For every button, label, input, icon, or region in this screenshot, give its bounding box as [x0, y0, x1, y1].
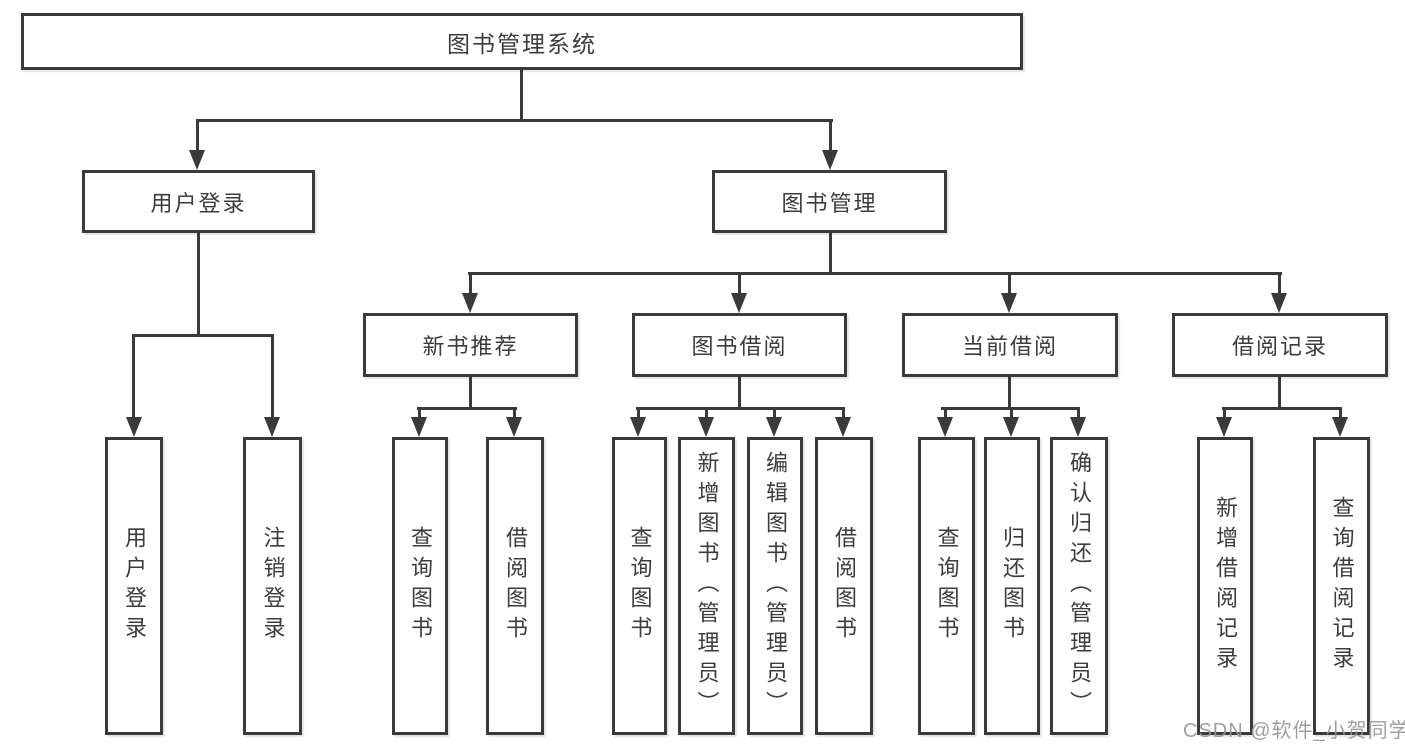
connector-book-mgmt-stub: [829, 119, 832, 153]
leaf-recommend-query-books: 查询图书: [392, 437, 448, 735]
connector-recommend-leaf2-stub: [513, 407, 516, 420]
connector-records-hline: [1222, 407, 1342, 410]
connector-recommend-leaf1-stub: [418, 407, 421, 420]
arrow-down-icon: [1003, 417, 1019, 437]
arrow-down-icon: [189, 150, 205, 170]
connector-current-leaf3-stub: [1077, 407, 1080, 420]
node-new-book-recommend: 新书推荐: [363, 313, 578, 377]
connector-login-trunk: [197, 231, 200, 336]
leaf-current-confirm-return-admin: 确认归还（管理员）: [1050, 437, 1108, 735]
node-current-borrow: 当前借阅: [902, 313, 1118, 377]
connector-current-stub: [1008, 272, 1011, 296]
leaf-logout: 注销登录: [243, 437, 302, 735]
leaf-recommend-borrow-books: 借阅图书: [486, 437, 544, 735]
connector-current-leaf2-stub: [1010, 407, 1013, 420]
arrow-down-icon: [126, 417, 142, 437]
connector-login-hline: [133, 334, 274, 337]
leaf-records-add-record: 新增借阅记录: [1197, 437, 1253, 735]
node-user-login: 用户登录: [82, 170, 315, 233]
connector-recommend-stub: [469, 272, 472, 296]
connector-borrow-leaf2-stub: [705, 407, 708, 420]
leaf-current-return-books: 归还图书: [984, 437, 1040, 735]
leaf-borrow-borrow-books: 借阅图书: [815, 437, 873, 735]
leaf-records-query-record: 查询借阅记录: [1313, 437, 1370, 735]
arrow-down-icon: [1070, 417, 1086, 437]
arrow-down-icon: [731, 293, 747, 313]
connector-borrow-stub: [738, 272, 741, 296]
connector-borrow-leaf1-stub: [637, 407, 640, 420]
node-root: 图书管理系统: [21, 13, 1023, 70]
node-borrow-records: 借阅记录: [1172, 313, 1388, 377]
leaf-borrow-add-books-admin: 新增图书（管理员）: [678, 437, 735, 735]
connector-current-leaf1-stub: [944, 407, 947, 420]
connector-records-trunk: [1278, 375, 1281, 409]
arrow-down-icon: [462, 293, 478, 313]
arrow-down-icon: [411, 417, 427, 437]
watermark: CSDN @软件_小贺同学: [1183, 720, 1405, 742]
connector-borrow-leaf3-stub: [773, 407, 776, 420]
connector-records-leaf1-stub: [1223, 407, 1226, 420]
connector-login-leaf1-stub: [132, 334, 135, 419]
connector-records-stub: [1278, 272, 1281, 296]
leaf-borrow-query-books: 查询图书: [612, 437, 667, 735]
arrow-down-icon: [937, 417, 953, 437]
connector-recommend-hline: [417, 407, 517, 410]
arrow-down-icon: [766, 417, 782, 437]
connector-root-trunk: [520, 69, 523, 122]
connector-mgmt-trunk: [829, 231, 832, 275]
arrow-down-icon: [1216, 417, 1232, 437]
connector-user-login-stub: [196, 119, 199, 153]
connector-borrow-trunk: [738, 375, 741, 409]
arrow-down-icon: [1271, 293, 1287, 313]
connector-level3-hline: [468, 272, 1282, 275]
arrow-down-icon: [835, 417, 851, 437]
arrow-down-icon: [1001, 293, 1017, 313]
connector-level2-hline: [196, 119, 833, 122]
arrow-down-icon: [822, 150, 838, 170]
arrow-down-icon: [264, 417, 280, 437]
connector-recommend-trunk: [469, 375, 472, 409]
connector-records-leaf2-stub: [1339, 407, 1342, 420]
leaf-current-query-books: 查询图书: [918, 437, 975, 735]
arrow-down-icon: [1332, 417, 1348, 437]
arrow-down-icon: [506, 417, 522, 437]
leaf-user-login: 用户登录: [105, 437, 163, 735]
connector-login-leaf2-stub: [271, 334, 274, 419]
connector-current-trunk: [1008, 375, 1011, 409]
node-book-management: 图书管理: [712, 170, 947, 233]
arrow-down-icon: [630, 417, 646, 437]
leaf-borrow-edit-books-admin: 编辑图书（管理员）: [747, 437, 803, 735]
arrow-down-icon: [698, 417, 714, 437]
connector-borrow-hline: [636, 407, 845, 410]
node-book-borrow: 图书借阅: [632, 313, 847, 377]
connector-borrow-leaf4-stub: [842, 407, 845, 420]
